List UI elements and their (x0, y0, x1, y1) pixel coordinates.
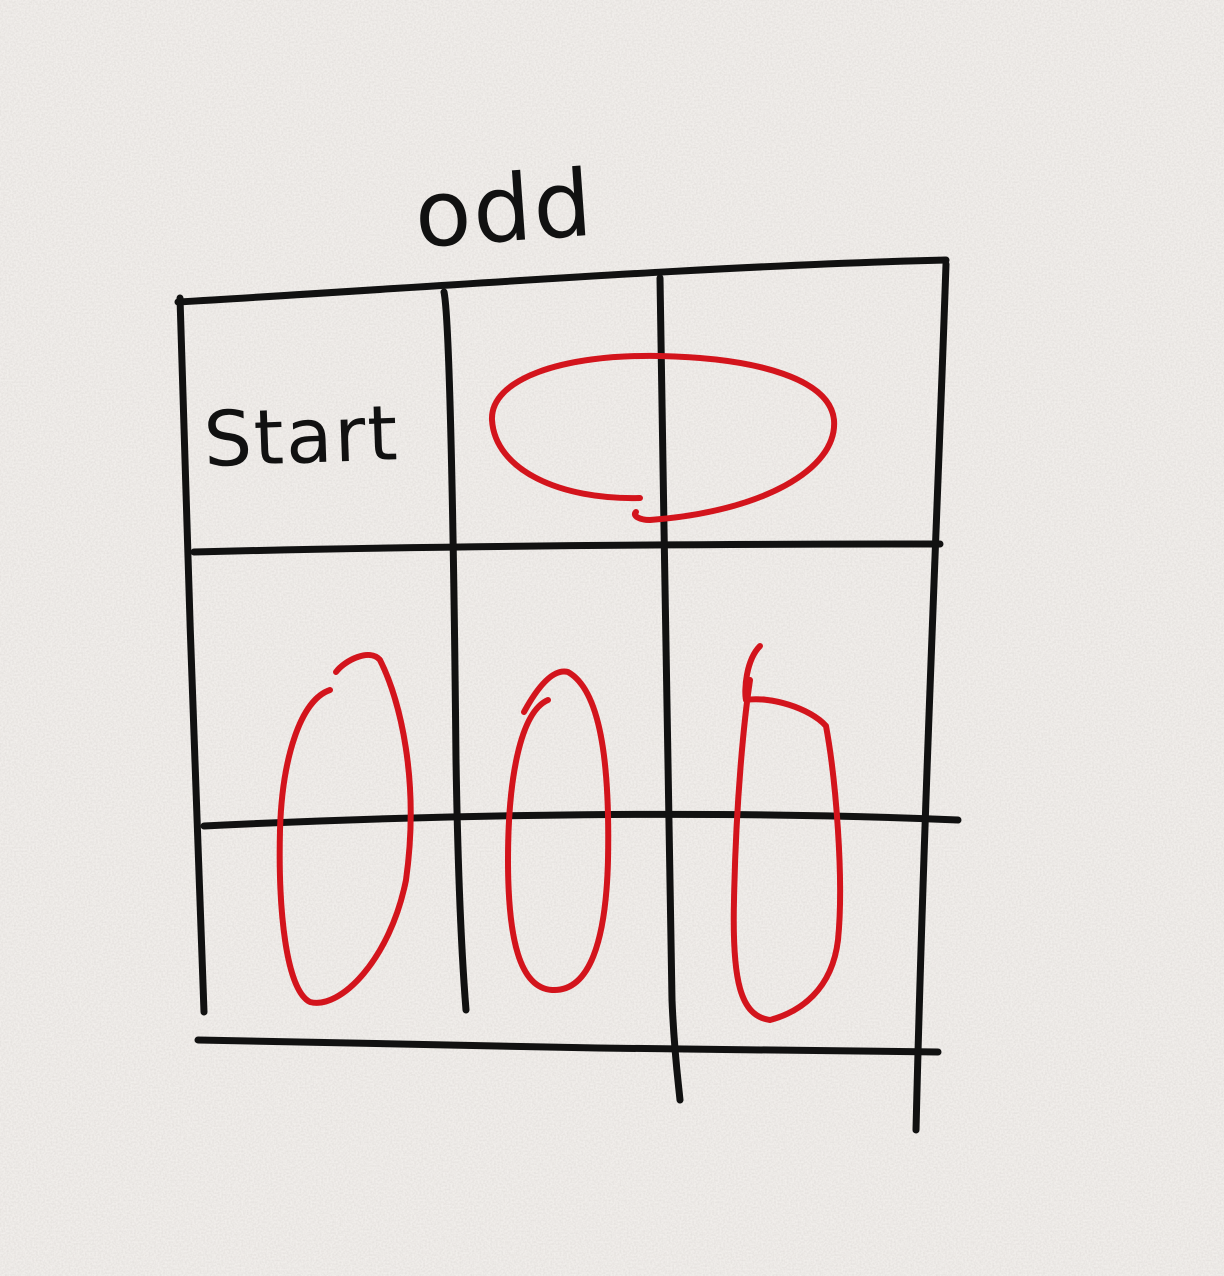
circle-right-vertical-pair (730, 643, 844, 1023)
grid-lines (174, 256, 962, 1134)
grid-line-inner-right (656, 274, 684, 1104)
grid-line-right (912, 260, 950, 1134)
grid-line-left (176, 294, 208, 1016)
column-header-label: odd (411, 149, 598, 269)
start-cell-label: Start (202, 388, 401, 484)
circle-top-horizontal-pair (488, 352, 838, 523)
circle-left-vertical-pair (276, 652, 414, 1006)
grid-line-lower-middle (200, 810, 962, 830)
grid-line-bottom (194, 1036, 942, 1056)
grid-line-inner-left (440, 288, 470, 1014)
circled-groups (276, 352, 844, 1023)
grid-line-upper-middle (190, 540, 944, 556)
grid-line-top (174, 256, 950, 306)
circle-middle-vertical-pair (505, 668, 612, 994)
